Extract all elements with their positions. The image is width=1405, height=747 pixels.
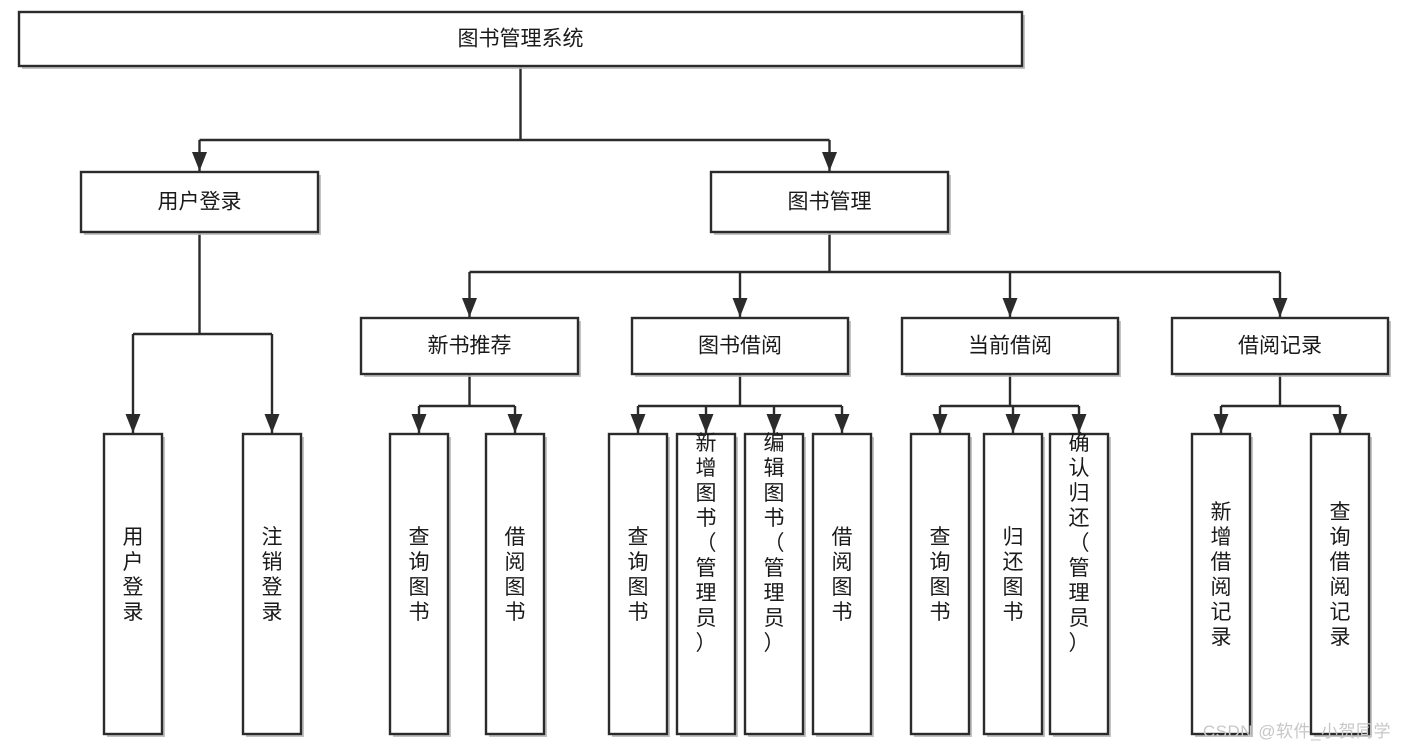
node-label: 当前借阅 <box>968 335 1052 358</box>
node-borrow-record[interactable]: 借阅记录 <box>1170 316 1391 377</box>
node-label: 编辑图书（管理员） <box>764 432 785 655</box>
arrow-head <box>192 152 207 171</box>
node-leaf-add-borrow-record[interactable]: 新增借阅记录 <box>1190 432 1253 737</box>
node-leaf-logout[interactable]: 注销登录 <box>241 432 304 737</box>
arrow-head <box>822 152 837 171</box>
node-label: 查询图书 <box>628 526 649 624</box>
node-label: 新增图书（管理员） <box>696 432 717 655</box>
arrow-head <box>411 414 427 433</box>
arrow-head <box>834 414 850 433</box>
arrow-head <box>698 414 714 433</box>
arrow-head <box>125 414 141 433</box>
node-label: 借阅记录 <box>1238 335 1322 358</box>
node-label: 注销登录 <box>262 526 283 624</box>
arrow-head <box>1213 414 1229 433</box>
arrow-head <box>1005 414 1021 433</box>
node-label: 归还图书 <box>1003 526 1024 624</box>
node-current-borrow[interactable]: 当前借阅 <box>900 316 1121 377</box>
node-leaf-return-book[interactable]: 归还图书 <box>982 432 1045 737</box>
arrow-head <box>732 298 748 317</box>
node-label: 用户登录 <box>158 191 242 214</box>
node-label: 查询图书 <box>409 526 430 624</box>
arrow-head <box>1332 414 1348 433</box>
arrow-head <box>1272 298 1288 317</box>
node-label: 新书推荐 <box>428 335 512 358</box>
node-new-book-recommend[interactable]: 新书推荐 <box>359 316 581 377</box>
node-label: 新增借阅记录 <box>1211 501 1232 649</box>
node-leaf-confirm-return[interactable]: 确认归还（管理员） <box>1048 432 1111 737</box>
node-leaf-edit-book[interactable]: 编辑图书（管理员） <box>743 432 806 737</box>
arrow-head <box>766 414 782 433</box>
node-leaf-add-book[interactable]: 新增图书（管理员） <box>675 432 738 737</box>
node-label: 图书借阅 <box>698 335 782 358</box>
arrow-head <box>630 414 646 433</box>
node-label: 借阅图书 <box>505 526 526 624</box>
node-leaf-borrow-book-rec[interactable]: 借阅图书 <box>484 432 547 737</box>
watermark-text: CSDN @软件_小贺同学 <box>1202 722 1391 741</box>
node-label: 图书管理系统 <box>458 28 584 51</box>
node-label: 图书管理 <box>788 191 872 214</box>
node-leaf-user-login[interactable]: 用户登录 <box>102 432 165 737</box>
node-user-login[interactable]: 用户登录 <box>79 170 321 235</box>
node-label: 查询借阅记录 <box>1330 501 1351 649</box>
node-label: 查询图书 <box>930 526 951 624</box>
node-leaf-query-borrow-record[interactable]: 查询借阅记录 <box>1309 432 1372 737</box>
node-label: 用户登录 <box>123 526 144 624</box>
arrow-head <box>507 414 523 433</box>
edges-layer <box>125 66 1348 433</box>
arrow-head <box>1071 414 1087 433</box>
nodes-layer: 图书管理系统用户登录图书管理新书推荐图书借阅当前借阅借阅记录用户登录注销登录查询… <box>17 10 1391 737</box>
arrow-head <box>462 298 477 317</box>
node-leaf-query-book-borrow[interactable]: 查询图书 <box>607 432 670 737</box>
node-leaf-borrow-book[interactable]: 借阅图书 <box>811 432 874 737</box>
arrow-head <box>1002 298 1018 317</box>
arrow-head <box>264 414 280 433</box>
node-leaf-query-book-rec[interactable]: 查询图书 <box>388 432 451 737</box>
node-root-book-management-system[interactable]: 图书管理系统 <box>17 10 1025 69</box>
node-label: 确认归还（管理员） <box>1069 432 1090 655</box>
node-label: 借阅图书 <box>832 526 853 624</box>
node-book-management[interactable]: 图书管理 <box>709 170 951 235</box>
arrow-head <box>932 414 948 433</box>
node-book-borrow[interactable]: 图书借阅 <box>630 316 851 377</box>
node-leaf-query-book-current[interactable]: 查询图书 <box>909 432 972 737</box>
